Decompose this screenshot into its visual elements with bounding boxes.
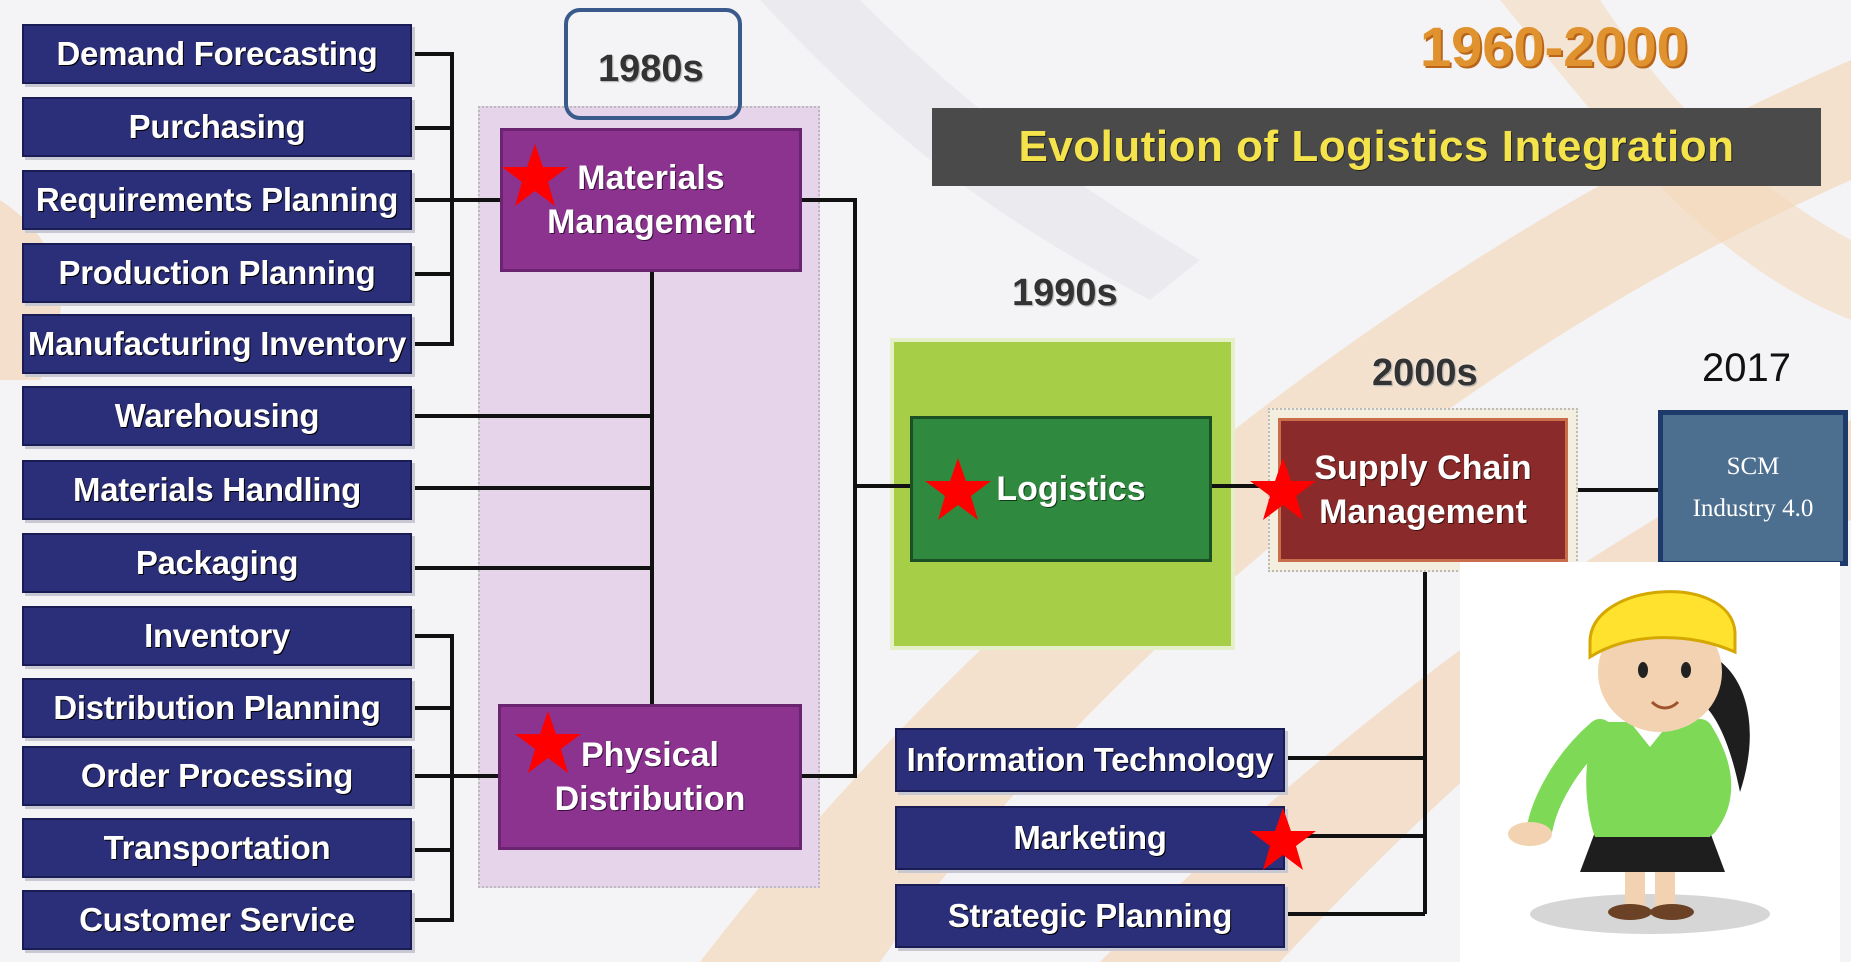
item-requirements-planning: Requirements Planning — [22, 170, 412, 230]
era-1980s-label: 1980s — [598, 48, 704, 90]
year-range-title: 1960-2000 — [1420, 15, 1688, 78]
title-banner: Evolution of Logistics Integration — [932, 108, 1821, 186]
era-1980s-label-box — [564, 8, 742, 120]
star-icon-logistics — [925, 458, 991, 520]
star-icon-marketing — [1250, 808, 1316, 870]
item-customer-service: Customer Service — [22, 890, 412, 950]
item-packaging: Packaging — [22, 533, 412, 593]
node-supply-chain-management: Supply Chain Management — [1268, 408, 1578, 572]
scm-line2: Management — [1319, 493, 1527, 531]
star-icon-materials-management — [502, 144, 568, 206]
item-information-technology: Information Technology — [895, 728, 1285, 792]
item-inventory: Inventory — [22, 606, 412, 666]
item-materials-handling: Materials Handling — [22, 460, 412, 520]
main-title: Evolution of Logistics Integration — [1018, 122, 1735, 171]
item-manufacturing-inventory: Manufacturing Inventory — [22, 314, 412, 374]
node-scm-industry-4: SCM Industry 4.0 — [1658, 410, 1848, 566]
materials-management-line2: Management — [547, 203, 755, 241]
worker-illustration — [1460, 562, 1840, 962]
physical-distribution-line1: Physical — [581, 735, 719, 774]
logistics-label: Logistics — [996, 469, 1146, 508]
item-transportation: Transportation — [22, 818, 412, 878]
item-demand-forecasting: Demand Forecasting — [22, 24, 412, 84]
star-icon-physical-distribution — [515, 711, 581, 773]
item-purchasing: Purchasing — [22, 97, 412, 157]
item-warehousing: Warehousing — [22, 386, 412, 446]
supply-chain-management-box: Supply Chain Management — [1278, 418, 1568, 562]
materials-management-line1: Materials — [577, 158, 725, 197]
scm-industry-line2: Industry 4.0 — [1692, 495, 1814, 522]
era-1990s-label: 1990s — [1012, 272, 1118, 314]
item-order-processing: Order Processing — [22, 746, 412, 806]
physical-distribution-line2: Distribution — [554, 780, 746, 818]
year-2017-label: 2017 — [1702, 346, 1791, 390]
item-production-planning: Production Planning — [22, 243, 412, 303]
era-2000s-label: 2000s — [1372, 352, 1478, 394]
scm-industry-line1: SCM — [1726, 452, 1780, 480]
item-strategic-planning: Strategic Planning — [895, 884, 1285, 948]
scm-line1: Supply Chain — [1314, 448, 1532, 487]
item-marketing: Marketing — [895, 806, 1285, 870]
item-distribution-planning: Distribution Planning — [22, 678, 412, 738]
star-icon-supply-chain — [1250, 458, 1316, 520]
